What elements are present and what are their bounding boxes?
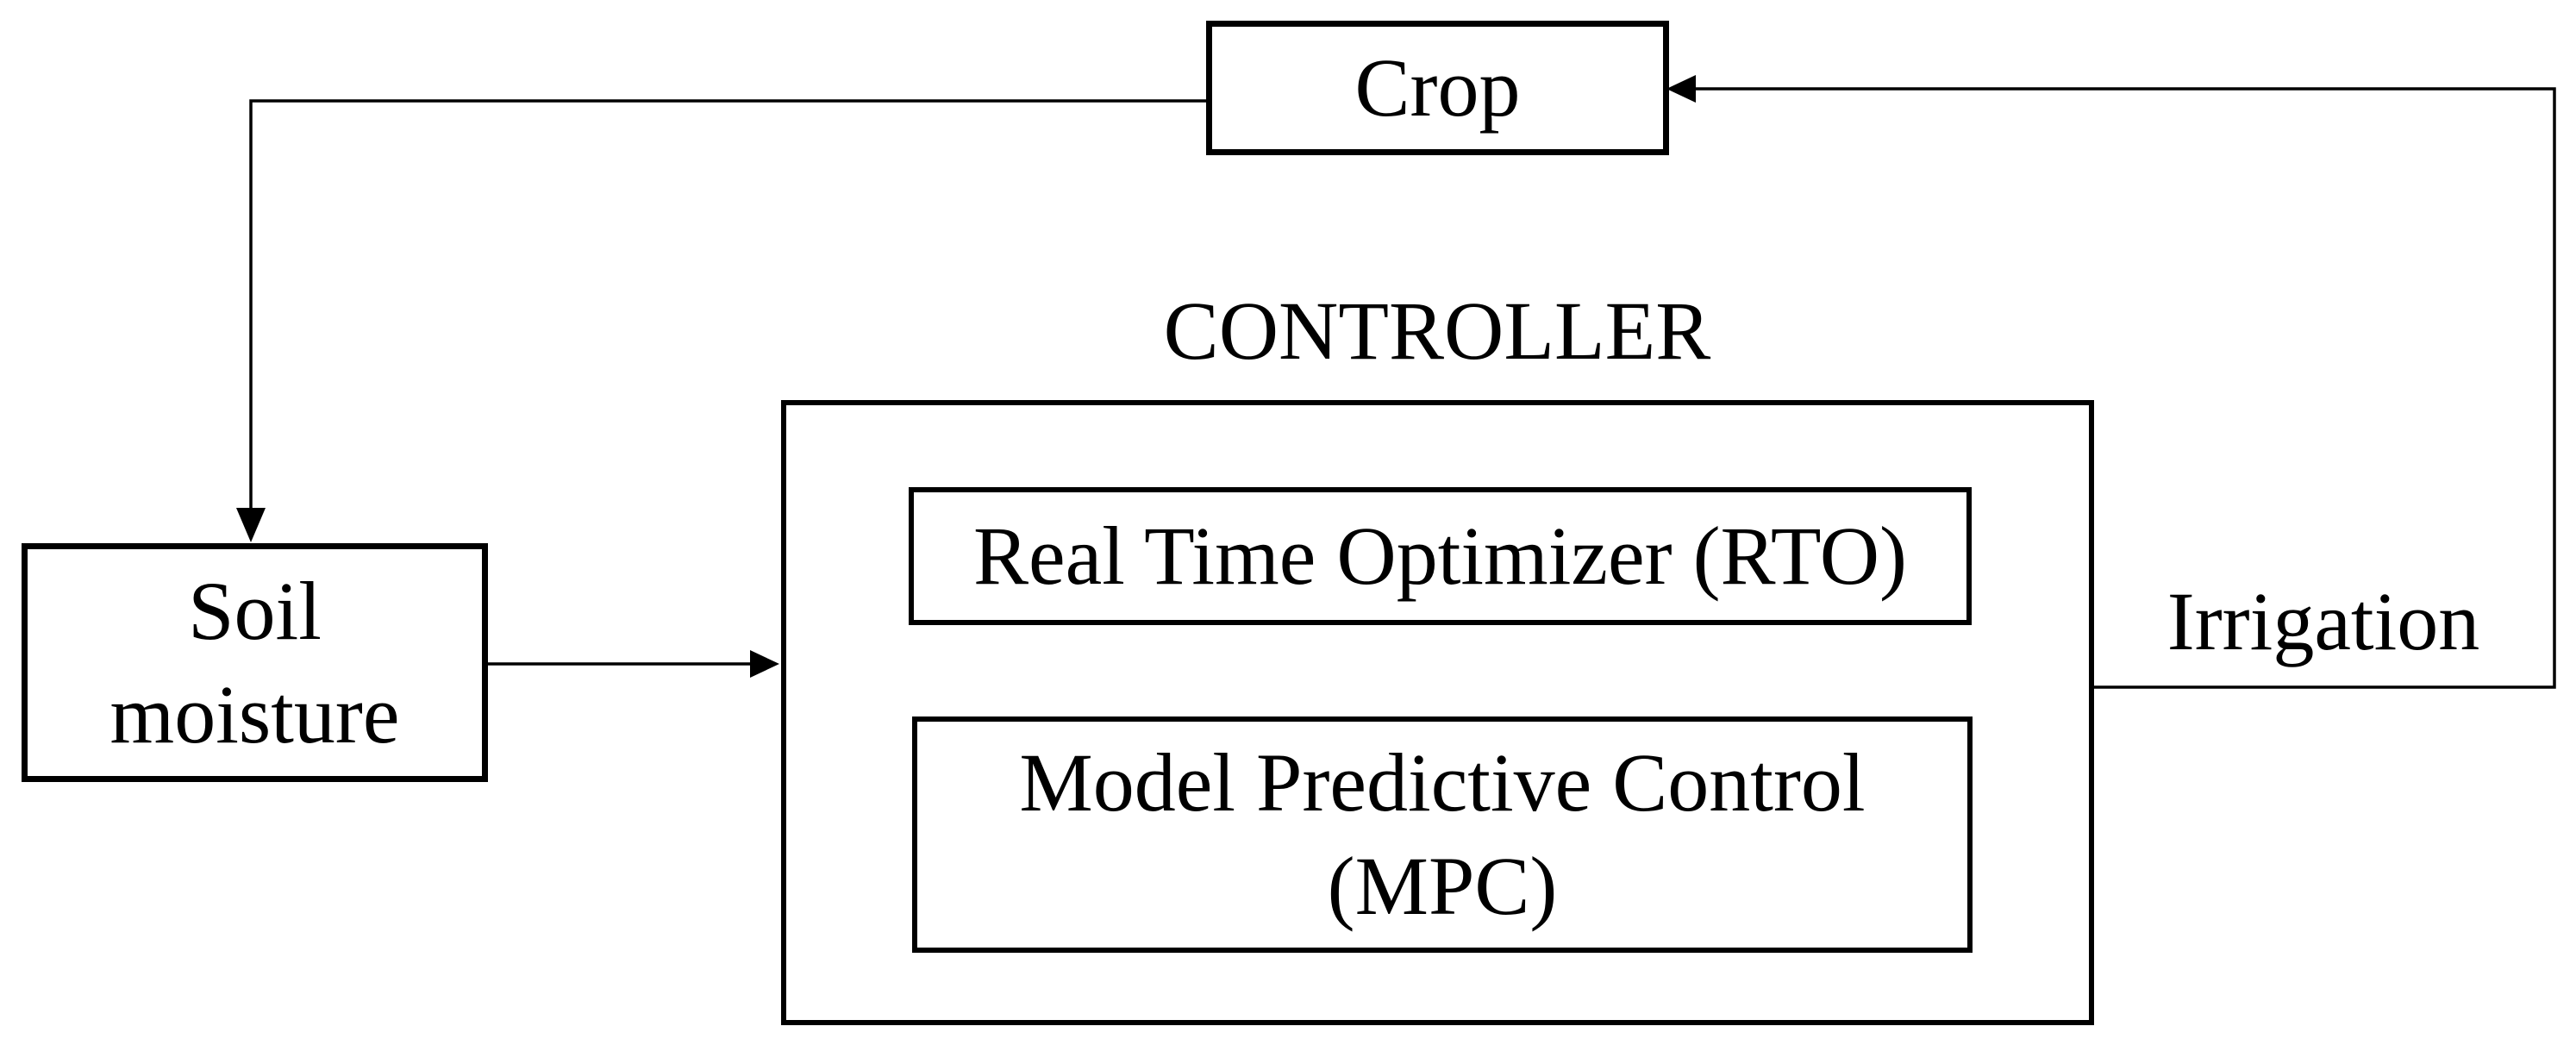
mpc-box-label-line1: Model Predictive Control [1019, 736, 1866, 829]
mpc-box: Model Predictive Control (MPC) [912, 716, 1973, 953]
controller-box: Real Time Optimizer (RTO) Model Predicti… [781, 400, 2094, 1025]
crop-box-label: Crop [1354, 41, 1521, 135]
arrowhead-down-into-soil-moisture-icon [236, 508, 266, 542]
connector-crop-to-soil-moisture [236, 99, 1206, 542]
arrowhead-right-into-controller-icon [750, 650, 779, 678]
connector-irrigation-line [1693, 87, 2556, 689]
mpc-box-label-line2: (MPC) [1327, 840, 1558, 932]
connector-soil-moisture-to-controller [485, 650, 779, 678]
soil-moisture-label-line2: moisture [109, 667, 400, 760]
connector-controller-to-crop [1666, 75, 2556, 689]
connector-crop-to-soil-line [249, 99, 1206, 510]
arrowhead-left-into-crop-icon [1666, 75, 1696, 103]
soil-moisture-box: Soil moisture [22, 543, 488, 782]
irrigation-label: Irrigation [2166, 575, 2480, 667]
soil-moisture-label-line1: Soil [188, 564, 322, 657]
controller-title: CONTROLLER [1163, 285, 1711, 377]
crop-box: Crop [1206, 21, 1669, 155]
rto-box: Real Time Optimizer (RTO) [909, 487, 1972, 625]
rto-box-label: Real Time Optimizer (RTO) [972, 510, 1908, 603]
